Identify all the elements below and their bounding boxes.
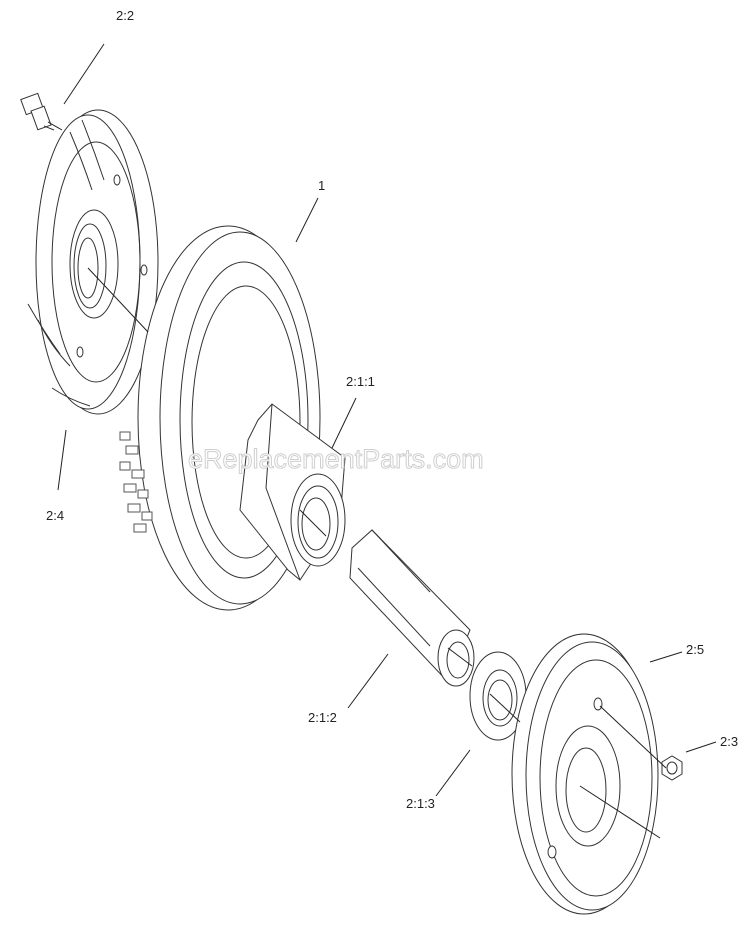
hex-nut: [661, 755, 683, 781]
leader-2-2-b: [47, 121, 63, 131]
leader-2-1-3: [435, 749, 471, 797]
callout-2-3: 2:3: [720, 734, 738, 749]
leader-2-4-b: [87, 267, 149, 333]
left-wheel-flange: [27, 109, 159, 415]
callout-labels: 2:2 2:4 1 2:1:1 2:1:2 2:1:3 2:5 2:3: [46, 8, 738, 811]
callout-2-2: 2:2: [116, 8, 134, 23]
leader-2-5: [649, 651, 683, 663]
bearing-ring: [469, 651, 527, 741]
bearing-housing: [239, 403, 346, 581]
right-wheel-flange: [511, 633, 659, 915]
callout-2-1-3: 2:1:3: [406, 796, 435, 811]
watermark-text: eReplacementParts.com: [188, 444, 484, 474]
leader-2-1-1-b: [299, 509, 327, 537]
callout-1: 1: [318, 178, 325, 193]
callout-2-1-2: 2:1:2: [308, 710, 337, 725]
bolt: [20, 92, 55, 131]
leader-1: [295, 197, 319, 243]
spacer-tube: [349, 529, 475, 687]
leader-2-1-2: [347, 653, 389, 709]
callout-2-4: 2:4: [46, 508, 64, 523]
leader-lines: [47, 43, 717, 839]
leader-2-1-1: [331, 397, 357, 449]
leader-2-4: [57, 429, 67, 491]
leader-2-3: [685, 741, 717, 753]
leader-2-3-b: [599, 705, 667, 769]
leader-2-1-3-b: [489, 693, 521, 723]
leader-2-5-b: [579, 785, 661, 839]
callout-2-5: 2:5: [686, 642, 704, 657]
callout-2-1-1: 2:1:1: [346, 374, 375, 389]
leader-2-2: [63, 43, 105, 105]
leader-2-1-2-b: [447, 647, 473, 667]
